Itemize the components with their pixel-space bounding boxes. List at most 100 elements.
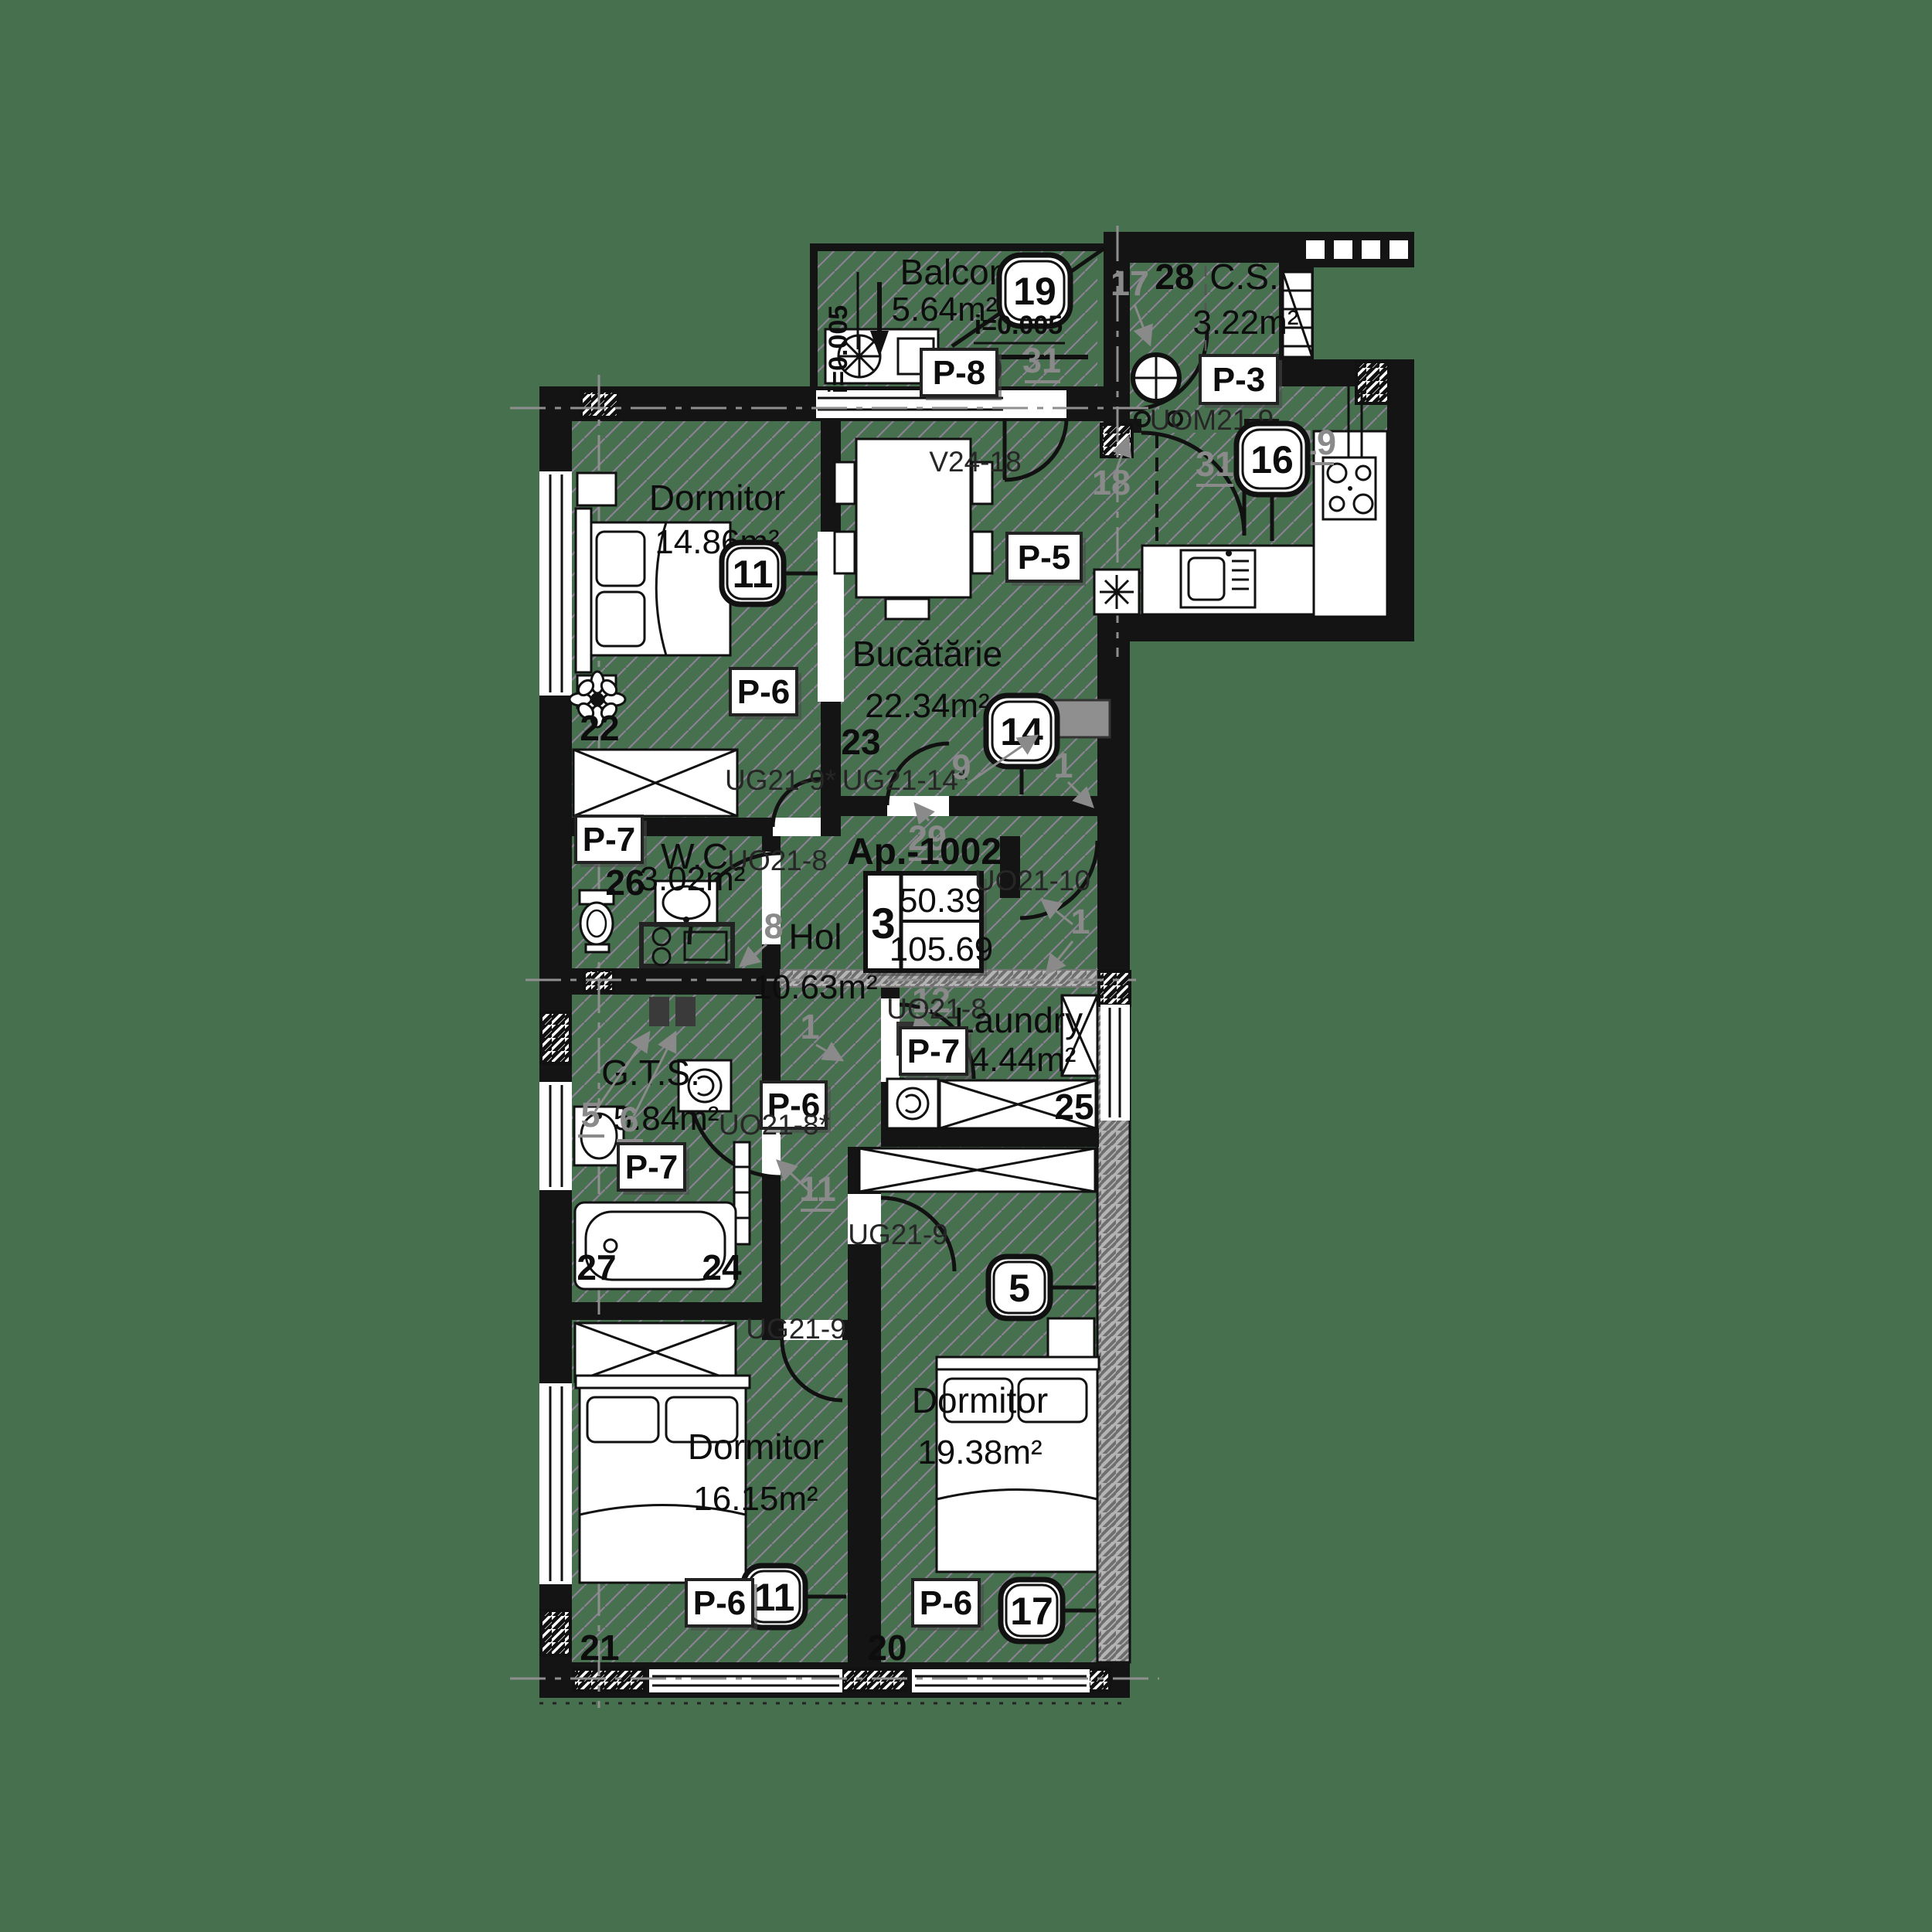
slope-horizontal: i=0.005 — [975, 311, 1063, 340]
finish-box-p5: P-5 — [1005, 532, 1086, 586]
apartment-total-area: 105.69 — [889, 930, 994, 968]
finish-box-p6-top: P-6 — [729, 667, 801, 719]
tag-25: 25 — [1054, 1087, 1094, 1127]
door-code-v24-18: V24-18 — [929, 446, 1021, 478]
finish-box-p3: P-3 — [1199, 354, 1282, 408]
slope-arrowhead-v — [870, 331, 889, 357]
gap-dorm2-door — [784, 1320, 842, 1340]
bubble-11-top-text: 11 — [733, 553, 774, 596]
door-arc-icon — [885, 741, 950, 806]
pier — [1097, 970, 1131, 1007]
room-area-kitchen: 22.34m² — [865, 687, 989, 725]
bedroom-left-labels: Dormitor 16.15m² 11 P-6 21 20 — [580, 1427, 906, 1668]
bed-icon — [935, 1317, 1100, 1573]
gray-tag-1-hall: 1 — [800, 1007, 819, 1046]
pier — [572, 1668, 646, 1692]
flower-icon — [568, 670, 627, 729]
block-sq4 — [1389, 240, 1408, 259]
wing-wall-right — [1387, 359, 1414, 641]
bubble-11-top: 11 — [719, 539, 818, 607]
room-area-gts: 5.84m² — [614, 1100, 719, 1138]
bubble-19: 19 — [951, 247, 1105, 349]
gts-labels: G.T.S. 5.84m² UO21-8* 5 6 P-7 27 — [577, 1030, 830, 1287]
door-code-uo21-8s: UO21-8* — [719, 1109, 830, 1141]
door-code-ug21-9s: UG21-9* — [725, 764, 836, 796]
laundry-labels: UO21-8 Laundry 4.44m² P-7 25 — [886, 993, 1094, 1127]
pier — [539, 1609, 572, 1657]
gray-17-arrow — [1133, 304, 1153, 347]
apartment-useful-area: 50.39 — [899, 882, 984, 920]
tag-21: 21 — [580, 1628, 619, 1668]
gray-tag-17: 17 — [1111, 264, 1149, 303]
finish-box-p6-right: P-6 — [911, 1578, 984, 1631]
gray-tag-29: 29 — [908, 818, 947, 858]
gray-8-arrow — [738, 943, 767, 968]
bubble-16: 16 — [1233, 420, 1311, 541]
gap-dorm1-door — [773, 818, 821, 836]
wardrobe-icon — [858, 1147, 1097, 1193]
tag-26: 26 — [605, 862, 645, 903]
room-area-wc: 3.02m² — [640, 860, 746, 898]
tag-28: 28 — [1155, 257, 1194, 297]
bedroom-right-labels: Dormitor 19.38m² 5 17 P-6 — [911, 1253, 1096, 1645]
door-arc-icon — [1004, 417, 1069, 482]
stove-icon — [1321, 386, 1377, 521]
hall-labels: Hol 10.63m² Ap.-1002 3 50.39 105.69 UO21… — [702, 832, 1090, 1345]
finish-box-p7-wc: P-7 — [574, 815, 647, 867]
labels: Balcon 5.64m² 19 i=0.005 i=0.005 29 31 — [574, 247, 1336, 1668]
bathtub-icon — [573, 1201, 737, 1291]
kitchen-sink-icon — [1179, 549, 1257, 609]
door-code-uo21-8-laundry: UO21-8 — [886, 993, 987, 1025]
window-icon — [912, 1669, 1090, 1692]
room-name-dorm-right: Dormitor — [912, 1380, 1048, 1420]
room-name-kitchen: Bucătărie — [852, 634, 1002, 674]
valve — [675, 997, 696, 1026]
wing-wall-bottom — [1130, 614, 1414, 641]
balcony-wall-top — [810, 243, 1104, 251]
door-arc-icon — [1141, 430, 1247, 536]
window-icon — [539, 1082, 572, 1190]
room-area-dorm-right: 19.38m² — [917, 1434, 1042, 1471]
finish-p3-text: P-3 — [1213, 361, 1265, 399]
floor-sink-icon — [1093, 568, 1141, 616]
block-sq3 — [1362, 240, 1380, 259]
block-sq2 — [1334, 240, 1352, 259]
bubble-19-text: 19 — [1013, 270, 1056, 313]
room-name-laundry: Laundry — [954, 1000, 1083, 1040]
cs-labels: 17 28 C.S. 3.22m² P-3 UOM21-9 31 19 18 — [1092, 257, 1336, 502]
apartment-room-count: 3 — [871, 899, 895, 947]
gray-5-arrow — [594, 1030, 651, 1112]
wc-labels: P-7 W.C. UO21-8 26 3.02m² 8 — [574, 815, 828, 968]
finish-p7-gts-text: P-7 — [625, 1148, 678, 1186]
bubble-5: 5 — [985, 1253, 1096, 1321]
shaft-ladder-icon — [1281, 270, 1314, 359]
finish-p6-hall-text: P-6 — [767, 1087, 820, 1124]
bed-icon — [574, 471, 732, 709]
room-name-gts: G.T.S. — [601, 1053, 700, 1093]
cs-wall-top — [1104, 232, 1292, 263]
windows — [539, 390, 1130, 1692]
room-area-balcon: 5.64m² — [892, 291, 998, 328]
bubble-17: 17 — [998, 1577, 1096, 1645]
room-area-dorm-left: 16.15m² — [693, 1480, 818, 1518]
tag-23: 23 — [841, 722, 880, 762]
washing-machine-icon — [886, 1077, 940, 1130]
bedroom-top-labels: Dormitor 14.86m² 11 P-6 22 — [580, 478, 818, 748]
furniture — [568, 270, 1389, 1584]
finish-p6-left-text: P-6 — [693, 1584, 746, 1622]
bubble-16-text: 16 — [1250, 438, 1294, 481]
finish-box-p6-left: P-6 — [685, 1578, 757, 1631]
room-name-dorm-left: Dormitor — [688, 1427, 824, 1467]
wall-gts-bottom — [572, 1302, 762, 1320]
bubble-17-text: 17 — [1010, 1590, 1053, 1633]
room-name-dorm-top: Dormitor — [649, 478, 785, 518]
bubble-11-left-text: 11 — [754, 1576, 795, 1619]
washing-machine-icon — [677, 1059, 733, 1113]
bed-icon — [574, 1374, 751, 1584]
room-area-hall: 10.63m² — [753, 968, 877, 1006]
finish-p7-wc-text: P-7 — [583, 821, 635, 859]
window-icon — [1100, 1005, 1130, 1121]
block-sq1 — [1306, 240, 1325, 259]
finish-box-p7-gts: P-7 — [617, 1142, 689, 1195]
